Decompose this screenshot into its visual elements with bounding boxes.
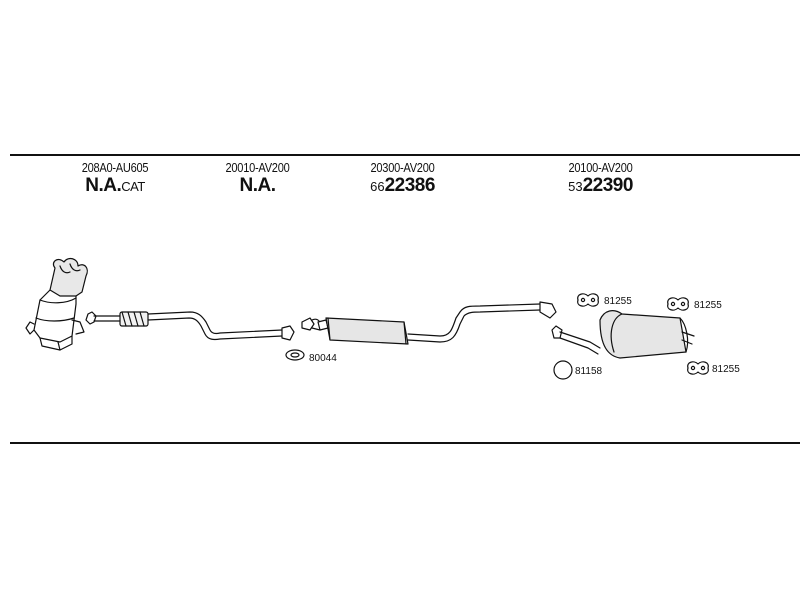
assembly-number: 6622386	[370, 175, 435, 196]
assembly-center-muffler: 20300-AV200 6622386	[345, 160, 460, 198]
front-pipe-drawing	[85, 311, 295, 341]
hanger-81255-c-drawing	[687, 361, 709, 375]
assembly-catalyst: 208A0-AU605 N.A.CAT	[55, 160, 175, 198]
part-label-81158: 81158	[575, 366, 603, 377]
part-label-80044: 80044	[309, 353, 337, 364]
part-label-81255: 81255	[604, 296, 632, 307]
center-muffler-drawing	[301, 301, 557, 345]
assembly-number: N.A.CAT	[85, 175, 145, 196]
catalytic-converter-drawing	[25, 257, 88, 351]
assembly-front-pipe: 20010-AV200 N.A.	[200, 160, 315, 198]
assembly-number: 5322390	[568, 175, 633, 196]
assembly-code: 20300-AV200	[370, 160, 435, 175]
assembly-rear-muffler: 20100-AV200 5322390	[543, 160, 658, 198]
assembly-code: 208A0-AU605	[81, 160, 149, 175]
bottom-divider	[10, 442, 800, 444]
hanger-81255-a-drawing	[577, 293, 599, 307]
gasket-80044-drawing	[285, 349, 305, 361]
assembly-number: N.A.	[239, 175, 277, 196]
hanger-81255-b-drawing	[667, 297, 689, 311]
rear-muffler-drawing	[551, 310, 695, 359]
top-divider	[10, 154, 800, 156]
part-label-81255: 81255	[694, 300, 722, 311]
part-label-81255: 81255	[712, 364, 740, 375]
ring-81158-drawing	[553, 360, 573, 380]
assembly-code: 20100-AV200	[568, 160, 633, 175]
assembly-code: 20010-AV200	[225, 160, 290, 175]
